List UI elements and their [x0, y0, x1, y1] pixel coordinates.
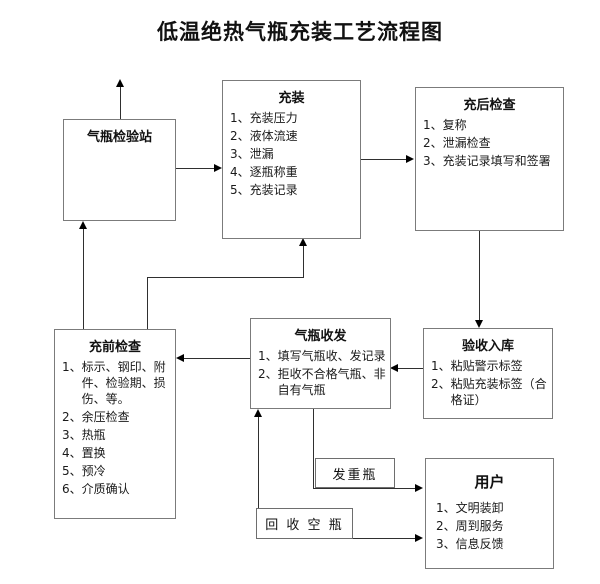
- arrowhead-right-icon: [406, 155, 414, 163]
- label-text: 回 收 空 瓶: [265, 518, 344, 533]
- list-item: 6、介质确认: [62, 482, 130, 496]
- box-list: 1、充装压力 2、液体流速 3、泄漏 4、逐瓶称重 5、充装记录: [223, 108, 360, 202]
- list-item: 2、拒收不合格气瓶、非自有气瓶: [258, 367, 386, 397]
- list-item: 3、充装记录填写和签署: [423, 154, 551, 168]
- list-item: 2、余压检查: [62, 410, 130, 424]
- list-item: 4、置换: [62, 446, 106, 460]
- box-acceptance-warehouse: 验收入库 1、粘贴警示标签 2、粘贴充装标签（合格证）: [423, 328, 553, 419]
- arrowhead-right-icon: [214, 164, 222, 172]
- box-title: 气瓶收发: [294, 329, 347, 344]
- box-cylinder-inspection-station: 气瓶检验站: [63, 119, 176, 221]
- box-post-fill-check: 充后检查 1、复称 2、泄漏检查 3、充装记录填写和签署: [415, 87, 564, 231]
- list-item: 1、标示、钢印、附件、检验期、损伤、等。: [62, 360, 166, 406]
- label-text: 发重瓶: [332, 467, 378, 483]
- label-recover-empty-cylinder: 回 收 空 瓶: [256, 508, 353, 539]
- list-item: 5、充装记录: [230, 183, 298, 197]
- arrowhead-left-icon: [176, 354, 184, 362]
- box-list: 1、文明装卸 2、周到服务 3、信息反馈: [426, 498, 553, 556]
- page-title: 低温绝热气瓶充装工艺流程图: [157, 19, 443, 44]
- arrowhead-up-icon: [254, 409, 262, 417]
- box-list: 1、复称 2、泄漏检查 3、充装记录填写和签署: [416, 115, 563, 173]
- box-cylinder-receipt-dispatch: 气瓶收发 1、填写气瓶收、发记录 2、拒收不合格气瓶、非自有气瓶: [250, 318, 391, 409]
- list-item: 2、粘贴充装标签（合格证）: [431, 377, 547, 407]
- list-item: 3、信息反馈: [436, 537, 504, 551]
- label-dispatch-full-cylinder: 发重瓶: [315, 458, 395, 488]
- list-item: 4、逐瓶称重: [230, 165, 298, 179]
- list-item: 2、泄漏检查: [423, 136, 491, 150]
- box-title: 充前检查: [88, 340, 141, 355]
- box-title: 气瓶检验站: [86, 130, 152, 145]
- box-user: 用户 1、文明装卸 2、周到服务 3、信息反馈: [425, 458, 554, 569]
- list-item: 2、液体流速: [230, 129, 298, 143]
- arrowhead-right-icon: [415, 484, 423, 492]
- box-list: 1、填写气瓶收、发记录 2、拒收不合格气瓶、非自有气瓶: [251, 346, 390, 402]
- arrowhead-up-icon: [116, 79, 124, 87]
- box-filling: 充装 1、充装压力 2、液体流速 3、泄漏 4、逐瓶称重 5、充装记录: [222, 80, 361, 239]
- box-title: 充后检查: [463, 98, 516, 113]
- arrowhead-up-icon: [79, 221, 87, 229]
- list-item: 2、周到服务: [436, 519, 504, 533]
- list-item: 3、热瓶: [62, 428, 106, 442]
- arrowhead-left-icon: [390, 364, 398, 372]
- box-title: 充装: [278, 91, 305, 106]
- arrowhead-up-icon: [299, 238, 307, 246]
- arrowhead-down-icon: [475, 320, 483, 328]
- box-list: 1、粘贴警示标签 2、粘贴充装标签（合格证）: [424, 356, 552, 412]
- box-list: 1、标示、钢印、附件、检验期、损伤、等。 2、余压检查 3、热瓶 4、置换 5、预冷 6、…: [55, 357, 175, 501]
- list-item: 5、预冷: [62, 464, 106, 478]
- box-pre-fill-check: 充前检查 1、标示、钢印、附件、检验期、损伤、等。 2、余压检查 3、热瓶 4、置换 5…: [54, 329, 176, 519]
- arrowhead-right-icon: [415, 534, 423, 542]
- list-item: 1、粘贴警示标签: [431, 359, 523, 373]
- list-item: 1、填写气瓶收、发记录: [258, 349, 386, 363]
- list-item: 3、泄漏: [230, 147, 274, 161]
- list-item: 1、复称: [423, 118, 467, 132]
- list-item: 1、文明装卸: [436, 501, 504, 515]
- box-title: 用户: [474, 473, 505, 491]
- box-title: 验收入库: [461, 339, 514, 354]
- list-item: 1、充装压力: [230, 111, 298, 125]
